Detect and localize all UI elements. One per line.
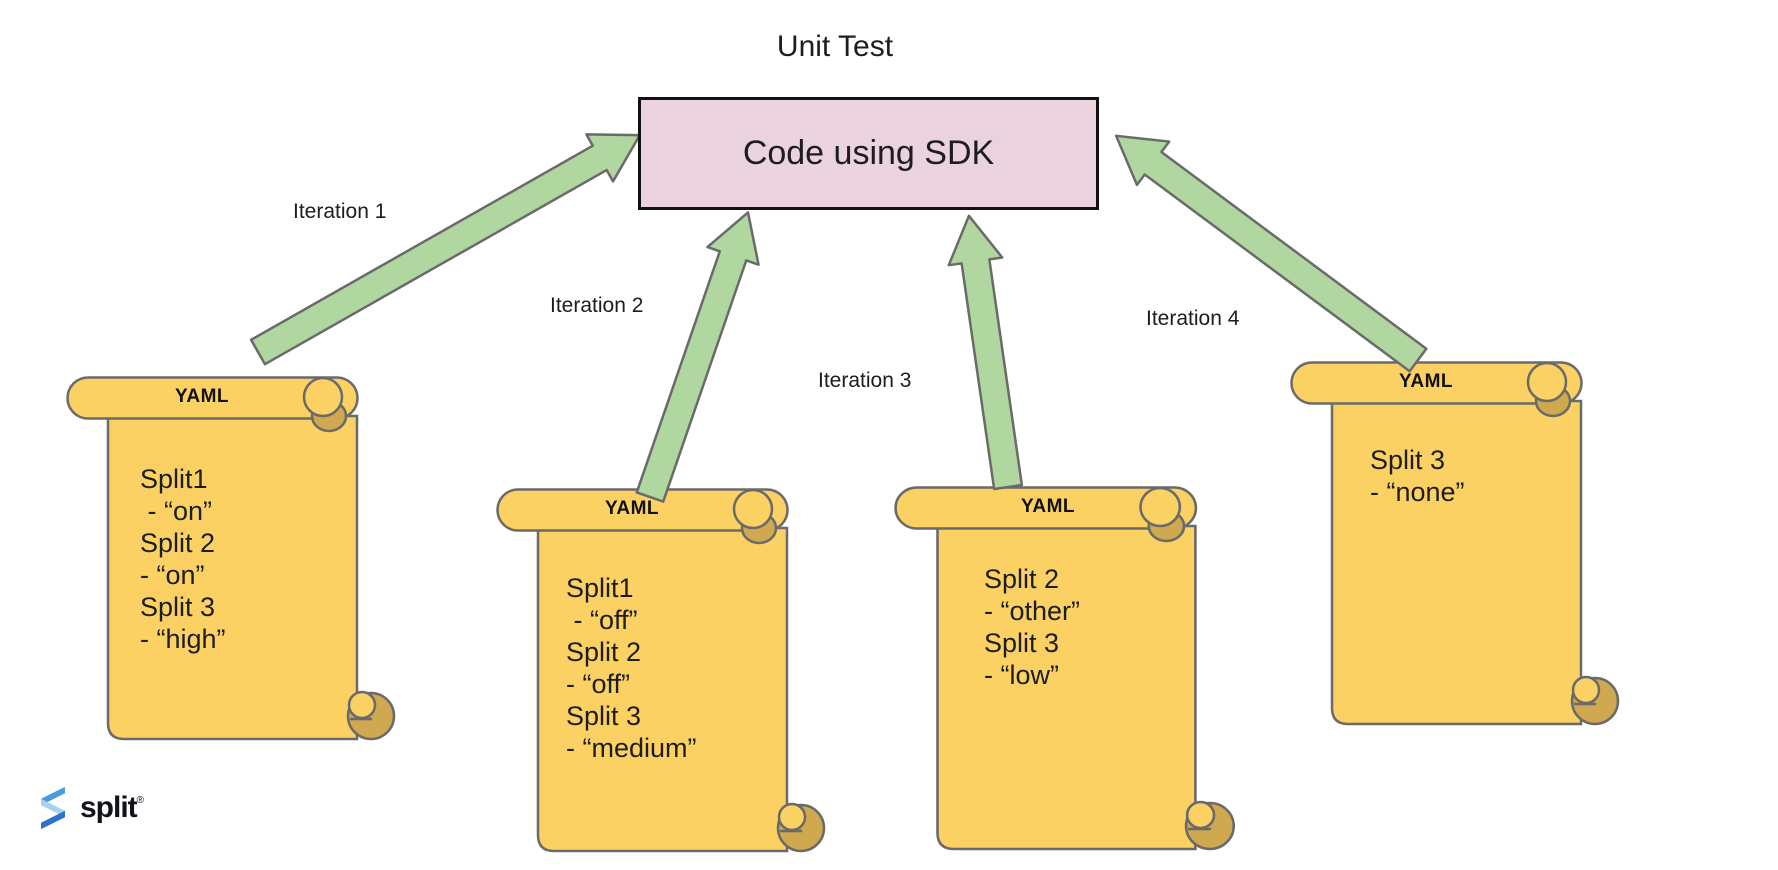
scroll-line: - “on” xyxy=(140,560,205,590)
split-logo-text: split® xyxy=(80,791,144,825)
scroll-line: Split 2 xyxy=(140,528,216,558)
scroll-shape-icon xyxy=(66,376,396,741)
iteration-1-label: Iteration 1 xyxy=(293,200,387,223)
code-using-sdk-label: Code using SDK xyxy=(742,134,995,172)
diagram-title: Unit Test xyxy=(776,30,894,63)
scroll-line: - “other” xyxy=(984,596,1081,626)
split-logo-icon xyxy=(41,786,65,830)
yaml-scroll-3: YAML Split 2 - “other” Split 3 - “low” xyxy=(894,486,1242,858)
scroll-line: Split 3 xyxy=(140,592,216,622)
scroll-line: - “on” xyxy=(140,496,213,526)
yaml-header-label: YAML xyxy=(604,498,660,519)
code-using-sdk-box: Code using SDK xyxy=(638,97,1099,210)
yaml-header-label: YAML xyxy=(1020,496,1076,517)
scroll-line: - “medium” xyxy=(566,733,697,763)
yaml-scroll-1: YAML Split1 - “on” Split 2 - “on” Split … xyxy=(66,376,402,748)
scroll-line: Split 3 xyxy=(566,701,642,731)
scroll-line: Split1 xyxy=(140,464,208,494)
yaml-header-label: YAML xyxy=(1398,371,1454,392)
iteration-4-label: Iteration 4 xyxy=(1146,307,1240,330)
scroll-line: - “off” xyxy=(566,605,638,635)
trademark-mark: ® xyxy=(136,795,144,806)
scroll-line: Split 3 xyxy=(1370,445,1446,475)
arrow-iteration-3 xyxy=(947,214,1024,491)
scroll-body-text: Split 3 - “none” xyxy=(1370,444,1465,508)
arrow-iteration-2 xyxy=(635,211,760,503)
arrow-iteration-4 xyxy=(1114,134,1428,373)
yaml-header-label: YAML xyxy=(174,386,230,407)
split-logo-wordmark: split xyxy=(80,791,138,824)
scroll-body-text: Split1 - “on” Split 2 - “on” Split 3 - “… xyxy=(140,463,226,655)
yaml-scroll-2: YAML Split1 - “off” Split 2 - “off” Spli… xyxy=(496,488,832,860)
scroll-shape-icon xyxy=(1290,361,1620,726)
scroll-line: Split1 xyxy=(566,573,634,603)
arrow-iteration-1 xyxy=(249,133,641,366)
scroll-line: Split 2 xyxy=(566,637,642,667)
scroll-line: Split 3 xyxy=(984,628,1060,658)
scroll-line: - “off” xyxy=(566,669,631,699)
scroll-line: - “none” xyxy=(1370,477,1465,507)
scroll-line: Split 2 xyxy=(984,564,1060,594)
scroll-body-text: Split1 - “off” Split 2 - “off” Split 3 -… xyxy=(566,572,697,764)
scroll-line: - “low” xyxy=(984,660,1059,690)
scroll-line: - “high” xyxy=(140,624,226,654)
iteration-3-label: Iteration 3 xyxy=(818,369,912,392)
iteration-2-label: Iteration 2 xyxy=(550,294,644,317)
yaml-scroll-4: YAML Split 3 - “none” xyxy=(1290,361,1626,733)
split-logo: split® xyxy=(36,784,144,832)
scroll-body-text: Split 2 - “other” Split 3 - “low” xyxy=(984,563,1080,691)
